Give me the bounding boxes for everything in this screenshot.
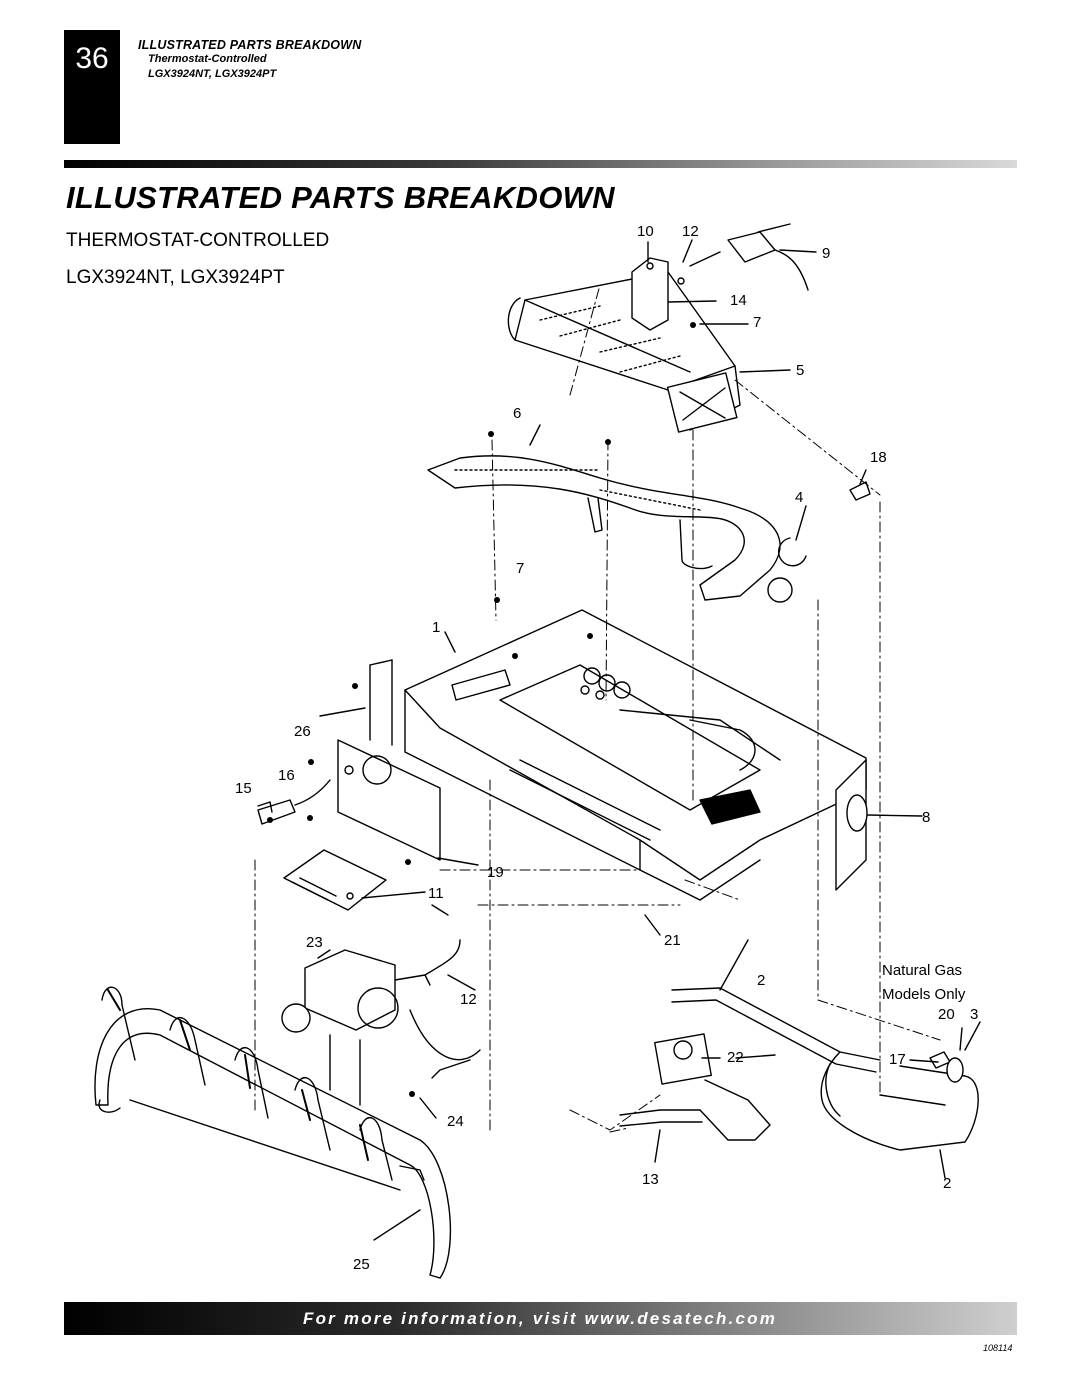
document-number: 108114 [983, 1343, 1013, 1353]
callout-14: 14 [730, 292, 747, 309]
page-tab [64, 30, 120, 144]
callout-20: 20 [938, 1006, 955, 1023]
page-number: 36 [75, 42, 109, 75]
callout-9: 9 [822, 245, 830, 262]
callout-21: 21 [664, 932, 681, 949]
gas-tubing-drawing [619, 987, 979, 1151]
callout-12-top: 12 [682, 223, 699, 240]
callout-15: 15 [235, 780, 252, 797]
callout-25: 25 [353, 1256, 370, 1273]
screw-markers [267, 322, 696, 1097]
gas-valve-drawing [281, 949, 431, 1106]
callout-6: 6 [513, 405, 521, 422]
callout-18: 18 [870, 449, 887, 466]
fire-grate-drawing [94, 986, 452, 1279]
callout-2-upper: 2 [757, 972, 765, 989]
callout-7-top: 7 [753, 314, 761, 331]
main-burner-drawing [427, 455, 781, 601]
callout-26: 26 [294, 723, 311, 740]
callout-16: 16 [278, 767, 295, 784]
callout-4: 4 [795, 489, 803, 506]
callout-8: 8 [922, 809, 930, 826]
callout-3: 3 [970, 1006, 978, 1023]
callout-23: 23 [306, 934, 323, 951]
subtitle-thermostat: THERMOSTAT-CONTROLLED [66, 230, 330, 251]
callout-12-lower: 12 [460, 991, 477, 1008]
callout-11: 11 [428, 885, 444, 902]
callout-24: 24 [447, 1113, 464, 1130]
running-head-line-2: LGX3924NT, LGX3924PT [148, 68, 277, 80]
burner-tube-drawing [507, 271, 741, 433]
note-natural-gas: Natural Gas [882, 962, 962, 979]
subtitle-models: LGX3924NT, LGX3924PT [66, 267, 285, 288]
header-rule [64, 160, 1017, 168]
callout-1: 1 [432, 619, 440, 636]
running-head-title: ILLUSTRATED PARTS BREAKDOWN [138, 38, 362, 52]
footer-website-link[interactable]: For more information, visit www.desatech… [302, 1309, 778, 1328]
running-head: ILLUSTRATED PARTS BREAKDOWN Thermostat-C… [138, 38, 361, 82]
page-title: ILLUSTRATED PARTS BREAKDOWN [66, 180, 615, 215]
control-panel-drawing [337, 659, 441, 861]
callout-17: 17 [889, 1051, 906, 1068]
callout-22: 22 [727, 1049, 744, 1066]
pilot-assembly-drawing [689, 223, 809, 291]
callout-2-lower: 2 [943, 1175, 951, 1192]
callout-5: 5 [796, 362, 804, 379]
footer-bar [64, 1302, 1017, 1335]
running-head-line-1: Thermostat-Controlled [148, 53, 267, 65]
callout-13: 13 [642, 1171, 659, 1188]
base-tray-drawing [404, 609, 867, 901]
callout-10: 10 [637, 223, 654, 240]
callout-19: 19 [487, 864, 504, 881]
pilot-bracket-drawing [631, 257, 685, 331]
valve-bracket-drawing [283, 849, 387, 911]
callout-7-mid: 7 [516, 560, 524, 577]
note-models-only: Models Only [882, 986, 966, 1003]
